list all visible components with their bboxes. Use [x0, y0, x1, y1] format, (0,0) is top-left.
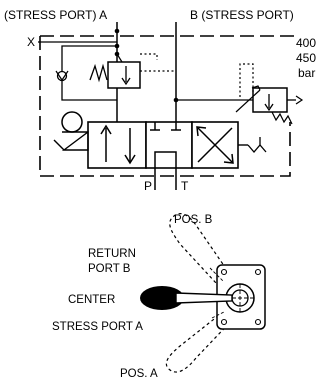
leader-line	[211, 311, 225, 319]
lever-handle-center	[140, 286, 233, 310]
pos-a-label: POS. A	[120, 368, 158, 380]
pilot-line-dotted	[239, 63, 254, 100]
center-label: CENTER	[68, 294, 115, 306]
leader-line	[209, 267, 225, 283]
pressure-setting-2: 450	[296, 51, 316, 65]
assembly-boundary	[39, 35, 296, 177]
detent-icon	[238, 137, 267, 153]
port-t-label: T	[181, 179, 189, 193]
port-b-label: B (STRESS PORT)	[190, 8, 294, 22]
lever-outline-pos-a	[165, 307, 237, 373]
pilot-line-dotted	[140, 53, 158, 60]
valve-mounting-plate	[216, 264, 266, 330]
port-a-label: (STRESS PORT) A	[4, 8, 107, 22]
return-port-label-2: PORT B	[88, 263, 131, 275]
pressure-unit: bar	[298, 66, 315, 80]
stress-port-a-label: STRESS PORT A	[52, 321, 143, 333]
junction-dot	[114, 28, 120, 34]
lever-outline-pos-b	[169, 213, 239, 297]
lever-actuator-icon	[53, 111, 89, 151]
relief-valve-icon	[235, 85, 304, 125]
return-port-label-1: RETURN	[88, 248, 136, 260]
check-valve-icon	[55, 70, 69, 82]
hydraulic-schematic: (STRESS PORT) A B (STRESS PORT) X	[4, 8, 316, 193]
directional-valve	[87, 121, 239, 169]
lever-position-view: POS. B RETURN PORT B CENTER STRESS PORT …	[52, 213, 266, 380]
reducing-valve-icon	[89, 53, 141, 89]
port-p-label: P	[144, 179, 152, 193]
port-x-label: X	[27, 35, 35, 49]
junction-dot	[173, 97, 179, 103]
pos-b-label: POS. B	[174, 214, 213, 226]
pressure-setting-1: 400	[296, 36, 316, 50]
